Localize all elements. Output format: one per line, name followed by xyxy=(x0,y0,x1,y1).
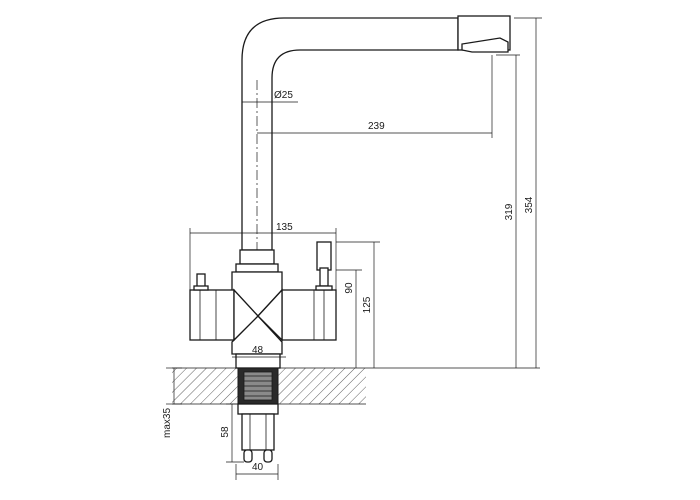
dim-label-shank-width: 40 xyxy=(252,462,264,473)
dim-spout-diameter: Ø25 xyxy=(241,90,298,108)
dim-body-height: 125 xyxy=(336,241,380,368)
dim-label-max-counter-thickness: max35 xyxy=(162,408,173,438)
spout-collar xyxy=(235,249,279,273)
dim-label-total-height: 354 xyxy=(524,196,535,213)
dim-label-body-height: 125 xyxy=(362,296,373,313)
dim-label-body-width: 135 xyxy=(276,222,293,233)
dim-base-diameter: 48 xyxy=(232,345,286,358)
dim-total-height: 354 xyxy=(514,17,542,368)
spout xyxy=(241,15,511,251)
base-flange xyxy=(235,353,281,369)
dim-max-counter-thickness: max35 xyxy=(162,367,182,438)
shank xyxy=(237,367,279,405)
dim-spout-height: 319 xyxy=(496,54,520,368)
countertop xyxy=(172,367,540,405)
mixer-body xyxy=(189,271,337,355)
dim-shank-width: 40 xyxy=(235,462,279,480)
mounting-nut xyxy=(237,403,279,463)
dim-spout-reach: 239 xyxy=(257,55,493,138)
dim-label-spout-reach: 239 xyxy=(368,121,385,132)
dim-shank-length: 58 xyxy=(220,403,244,463)
right-handle xyxy=(315,241,333,291)
dim-label-shank-length: 58 xyxy=(220,426,231,438)
dim-label-body-height-small: 90 xyxy=(344,282,355,294)
dim-label-base-diameter: 48 xyxy=(252,345,264,356)
left-handle xyxy=(193,273,209,291)
dim-label-spout-diameter: Ø25 xyxy=(274,90,293,101)
dim-body-width: 135 xyxy=(189,222,337,290)
dim-label-spout-height: 319 xyxy=(504,203,515,220)
dim-body-height-small: 90 xyxy=(336,269,362,368)
